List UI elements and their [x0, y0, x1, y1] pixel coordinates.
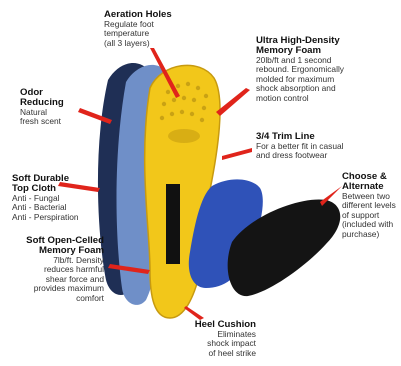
black-insert-strip [166, 184, 180, 264]
callout-desc: Regulate foot temperature (all 3 layers) [104, 20, 214, 48]
callout-title: Ultra High-Density Memory Foam [256, 36, 396, 56]
callout-trim-line: 3/4 Trim Line For a better fit in casual… [256, 132, 396, 161]
callout-choose-alternate: Choose & Alternate Between two different… [342, 172, 400, 239]
callout-desc: For a better fit in casual and dress foo… [256, 142, 396, 161]
callout-ultra-foam: Ultra High-Density Memory Foam 20lb/ft a… [256, 36, 396, 103]
callout-title: Soft Open-Celled Memory Foam [4, 236, 104, 256]
callout-desc: Eliminates shock impact of heel strike [176, 330, 256, 358]
callout-desc: Anti - Fungal Anti - Bacterial Anti - Pe… [12, 194, 102, 222]
brand-logo-mark [168, 129, 200, 143]
callout-desc: 7lb/ft. Density reduces harmful shear fo… [4, 256, 104, 303]
callout-desc: Between two different levels of support … [342, 192, 400, 239]
callout-desc: Natural fresh scent [20, 108, 90, 127]
callout-odor-reducing: Odor Reducing Natural fresh scent [20, 88, 90, 127]
callout-title: Odor Reducing [20, 88, 90, 108]
callout-top-cloth: Soft Durable Top Cloth Anti - Fungal Ant… [12, 174, 102, 222]
callout-title: Choose & Alternate [342, 172, 400, 192]
callout-heel-cushion: Heel Cushion Eliminates shock impact of … [176, 320, 256, 358]
callout-desc: 20lb/ft and 1 second rebound. Ergonomica… [256, 56, 396, 103]
callout-title: Soft Durable Top Cloth [12, 174, 102, 194]
callout-open-celled-foam: Soft Open-Celled Memory Foam 7lb/ft. Den… [4, 236, 104, 303]
callout-aeration-holes: Aeration Holes Regulate foot temperature… [104, 10, 214, 48]
